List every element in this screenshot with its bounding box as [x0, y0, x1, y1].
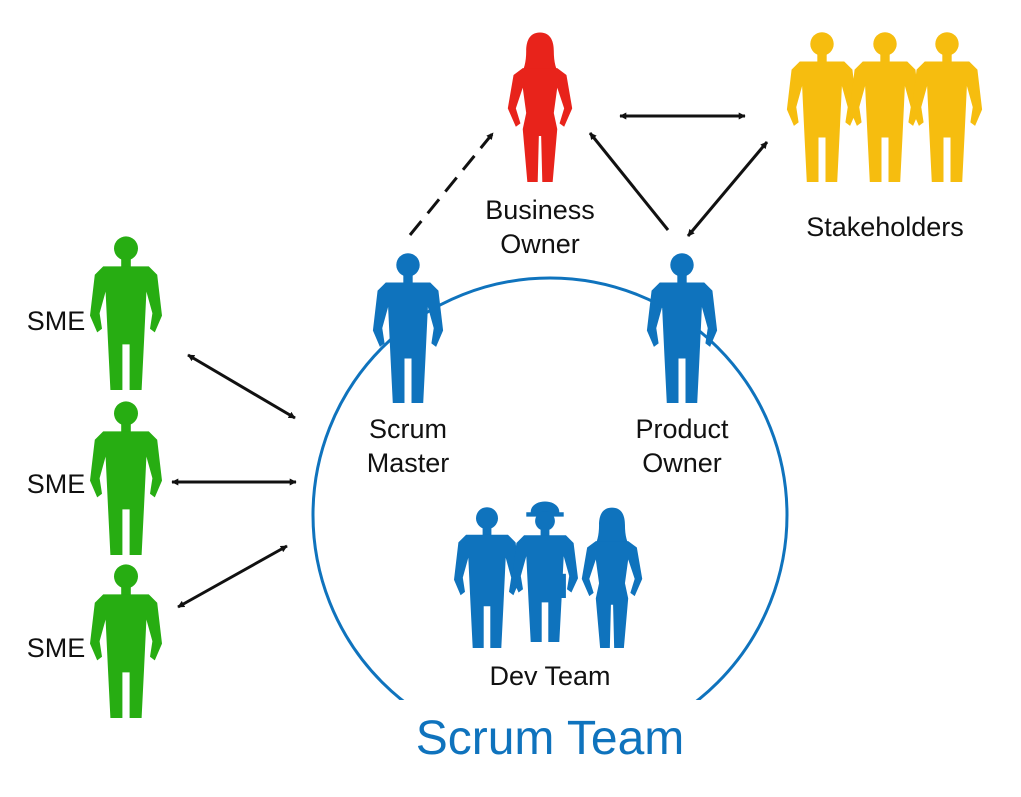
arrow-product-owner-to-business-owner — [588, 132, 670, 231]
product-owner-label: Product Owner — [612, 412, 752, 480]
business-owner-label: Business Owner — [470, 193, 610, 261]
arrow-sme-1-scrum-team — [187, 353, 296, 420]
scrum-master-label-line-1: Scrum — [368, 414, 447, 444]
stakeholder-1-person-icon — [786, 32, 858, 182]
stakeholder-2-person-icon — [849, 32, 921, 182]
scrum-master-label-line-2: Master — [366, 448, 450, 478]
scrum-master-person-icon — [372, 253, 444, 403]
sme-3-label: SME — [26, 633, 86, 663]
stakeholders-label: Stakeholders — [806, 212, 964, 242]
dev-team-member-2-worker-icon — [512, 501, 578, 642]
sme-1-label: SME — [26, 306, 86, 336]
business-owner-person-icon — [507, 32, 573, 183]
product-owner-label-line-2: Owner — [642, 448, 722, 478]
arrow-scrum-master-to-business-owner — [408, 132, 495, 236]
scrum-team-label-mask — [380, 700, 720, 797]
dev-team-member-1-person-icon — [454, 507, 520, 648]
sme-1-person-icon — [90, 236, 162, 390]
product-owner-label-line-1: Product — [635, 414, 729, 444]
scrum-team-title: Scrum Team — [415, 712, 685, 765]
product-owner-person-icon — [646, 253, 718, 403]
dev-team-label: Dev Team — [489, 661, 611, 691]
business-owner-label-line-2: Owner — [500, 229, 580, 259]
arrow-product-owner-stakeholders — [686, 141, 769, 237]
sme-3-person-icon — [90, 564, 162, 718]
arrow-sme-3-scrum-team — [177, 544, 288, 609]
sme-2-person-icon — [90, 401, 162, 555]
dev-team-member-3-person-female-icon — [581, 507, 643, 648]
business-owner-label-line-1: Business — [485, 195, 595, 225]
scrum-master-label: Scrum Master — [348, 412, 468, 480]
sme-2-label: SME — [26, 469, 86, 499]
stakeholder-3-person-icon — [911, 32, 983, 182]
